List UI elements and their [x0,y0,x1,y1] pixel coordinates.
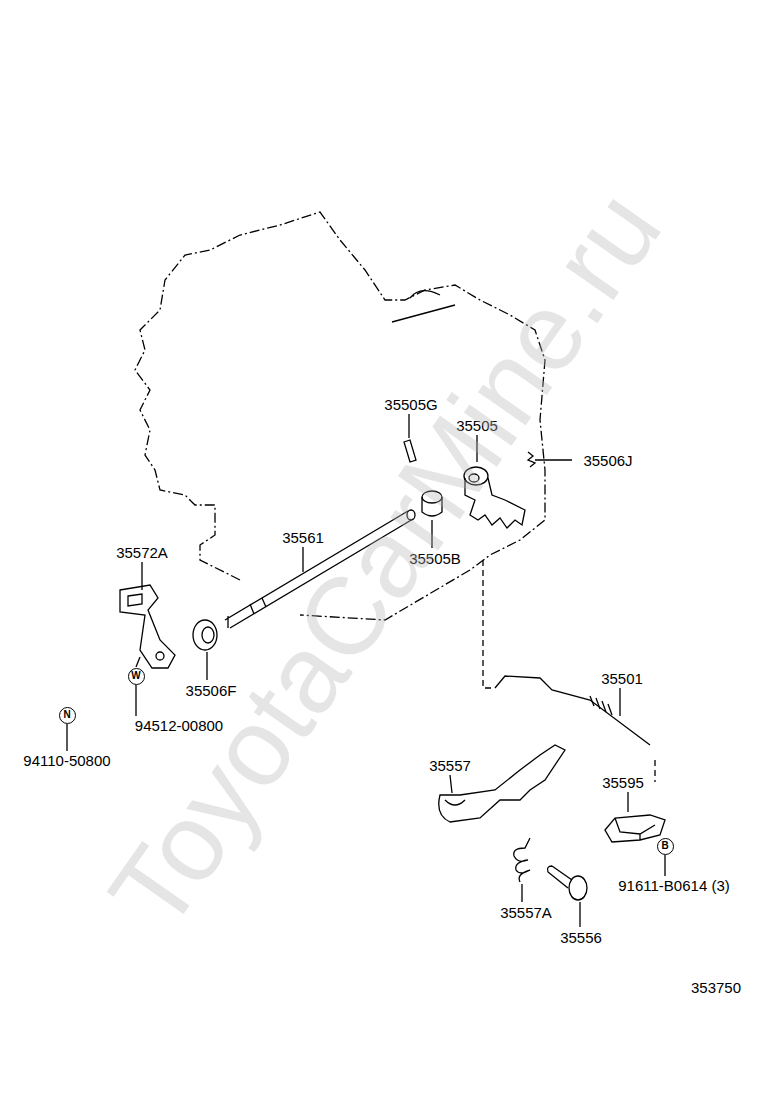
callout-number: 35561 [282,530,324,545]
pivot-pin-head [569,876,587,900]
callout-number: 35501 [601,671,643,686]
part-number: 91611-B0614 (3) [618,878,729,893]
leader-lever-washer [136,657,140,667]
pivot-pin [548,866,573,888]
symbol-circle: B [657,838,674,855]
detent-spring [528,452,542,467]
callout-number: 35556 [560,930,602,945]
symbol-letter: B [661,841,668,851]
return-spring [514,838,530,882]
bracket [605,815,665,842]
lever-hole [156,652,164,660]
symbol-circle: N [59,707,76,724]
lever [120,585,175,668]
callout-number: 35572A [116,545,168,560]
rod-boot [590,696,612,715]
callout-number: 35595 [602,775,644,790]
callout-number: 35557 [429,758,471,773]
oil-seal [193,620,217,650]
symbol-circle: W [128,668,145,685]
figure-number: 353750 [691,980,741,995]
callout-number: 35557A [500,905,552,920]
case-detail [392,291,455,322]
dashed-guide [483,560,655,782]
symbol-letter: W [131,671,140,681]
shift-rod [495,676,650,745]
part-number: 94110-50800 [23,753,110,768]
oil-seal-inner [202,627,214,643]
watermark: ToyotaCarMine.ru [91,173,679,947]
callout-number: 35506J [583,453,632,468]
symbol-letter: N [63,710,70,720]
